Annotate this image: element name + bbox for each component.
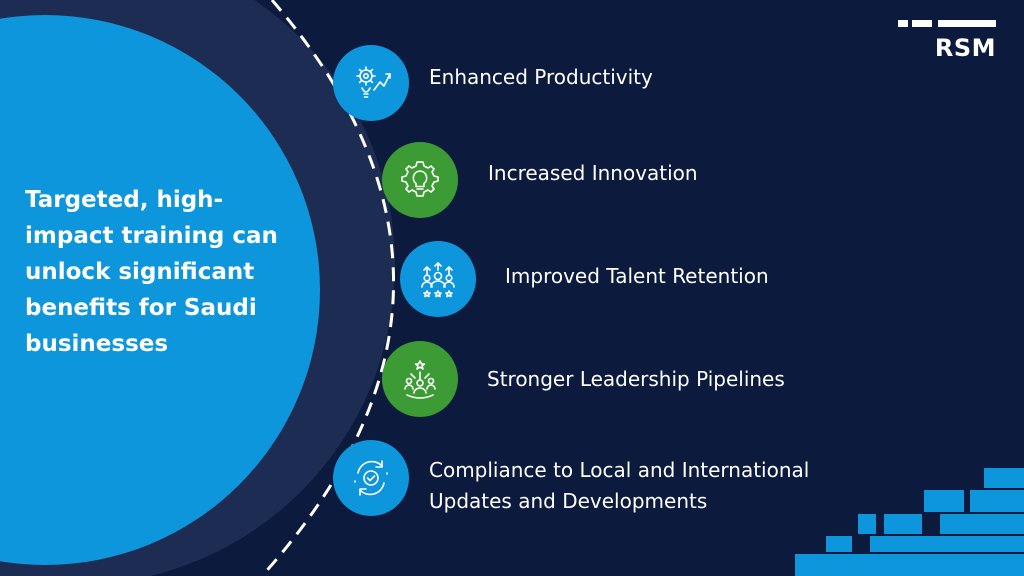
compliance-check-cycle-icon	[333, 440, 409, 516]
benefit-label-talent-retention: Improved Talent Retention	[505, 264, 769, 288]
productivity-gear-bulb-icon	[333, 45, 409, 121]
rsm-logo: RSM	[898, 20, 998, 64]
logo-text: RSM	[934, 34, 996, 62]
talent-people-stars-icon	[400, 241, 476, 317]
benefit-label-productivity: Enhanced Productivity	[429, 65, 653, 89]
leadership-people-star-icon	[382, 341, 458, 417]
benefit-label-innovation: Increased Innovation	[488, 161, 698, 185]
headline: Targeted, high-impact training can unloc…	[25, 187, 278, 357]
benefit-label-compliance: Compliance to Local and International Up…	[429, 458, 810, 513]
innovation-lightbulb-gear-icon	[382, 142, 458, 218]
benefit-label-leadership: Stronger Leadership Pipelines	[487, 367, 785, 391]
